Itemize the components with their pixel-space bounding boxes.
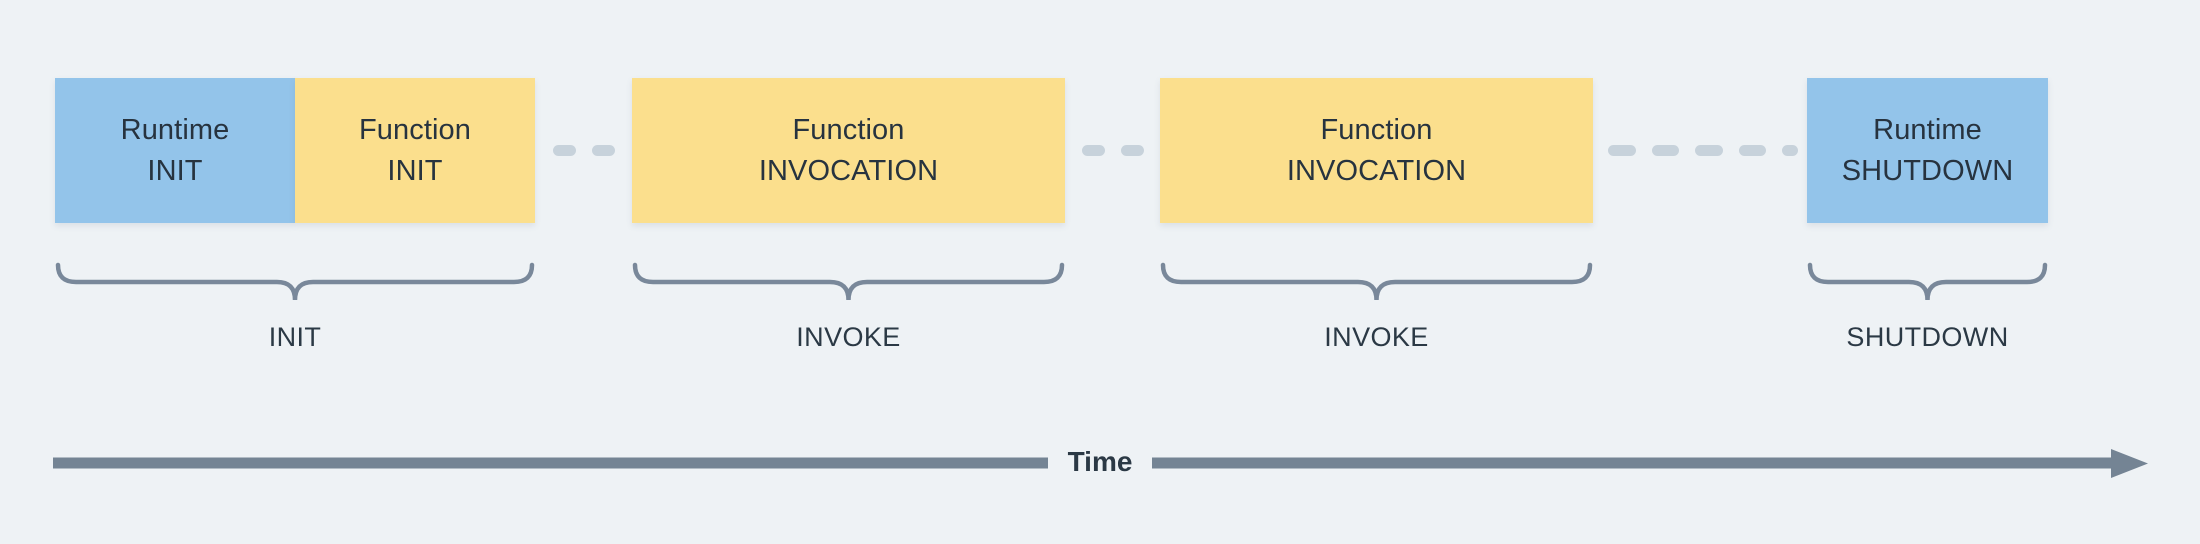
phase-box-line1: Function [792,114,905,147]
group-label-invoke-2: INVOKE [1324,322,1429,352]
phase-box-line2: INIT [387,154,443,187]
phase-box-function-init: Function INIT [295,78,535,223]
brace-init [55,262,535,307]
phase-box-line2: INVOCATION [1286,154,1467,187]
phase-box-line2: INIT [147,154,203,187]
group-label-init: INIT [268,322,322,352]
phase-box-line1: Function [1320,114,1433,147]
dash-segment [1782,145,1798,156]
brace-shutdown [1807,262,2048,307]
dash-segment [1651,145,1680,156]
dash-segment [1121,145,1144,156]
dash-segment [1738,145,1767,156]
phase-box-line1: Runtime [120,114,230,147]
phase-box-function-invocation-2: Function INVOCATION [1160,78,1593,223]
dash-segment [1082,145,1105,156]
phase-box-line1: Runtime [1873,114,1982,147]
brace-invoke-1 [632,262,1065,307]
group-label-shutdown: SHUTDOWN [1846,322,2009,352]
phase-box-runtime-shutdown: Runtime SHUTDOWN [1807,78,2048,223]
connector-2-dashed-line [1082,145,1144,156]
time-axis-label: Time [1048,444,1152,480]
dash-segment [1608,145,1636,156]
phase-box-runtime-init: Runtime INIT [55,78,295,223]
connector-3-dashed-line [1608,145,1798,156]
brace-invoke-2 [1160,262,1593,307]
phase-box-line1: Function [358,114,472,147]
connector-1-dashed-line [553,145,615,156]
phase-box-line2: SHUTDOWN [1841,154,2014,187]
phase-box-function-invocation-1: Function INVOCATION [632,78,1065,223]
dash-segment [592,145,615,156]
phase-box-line2: INVOCATION [758,154,939,187]
dash-segment [553,145,576,156]
dash-segment [1695,145,1723,156]
group-label-invoke-1: INVOKE [796,322,901,352]
